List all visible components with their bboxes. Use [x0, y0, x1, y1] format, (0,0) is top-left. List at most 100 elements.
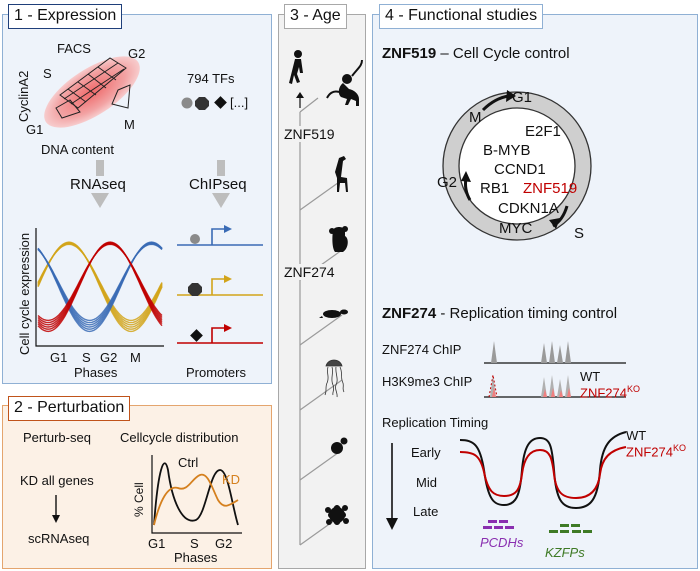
expression-axes	[35, 228, 164, 347]
gene-znf519: ZNF519	[523, 180, 578, 197]
rt-ko-gene: ZNF274	[626, 444, 673, 460]
gene-e2f1: E2F1	[525, 123, 561, 140]
dist-tick-g1: G1	[148, 536, 166, 551]
gene-rb1: RB1	[480, 180, 510, 197]
expression-wave-line	[37, 241, 163, 333]
yeast-icon	[331, 437, 348, 454]
kd-curve	[153, 473, 239, 526]
chip-ko-gene: ZNF274	[580, 385, 627, 401]
chip-wt-label: WT	[580, 369, 601, 384]
circle-icon	[181, 97, 193, 109]
scrnaseq-label: scRNAseq	[28, 531, 90, 546]
ring-g1-label: G1	[512, 89, 533, 106]
timing-late-label: Late	[413, 504, 439, 519]
h3k9me3-chip-label: H3K9me3 ChIP	[382, 374, 473, 389]
koala-icon	[329, 226, 348, 252]
expression-wave-line	[37, 241, 163, 333]
replication-timing-title: Replication Timing	[382, 415, 489, 430]
arrow-head-icon	[506, 90, 516, 102]
kd-label: KD	[222, 472, 241, 487]
ctrl-curve	[153, 462, 239, 526]
arrow-head-icon	[461, 171, 471, 182]
age-znf274-label: ZNF274	[283, 264, 336, 280]
timing-mid-label: Mid	[416, 475, 437, 490]
ring-m-label: M	[469, 109, 482, 126]
distribution-axes	[151, 455, 242, 534]
expression-wave-line	[37, 241, 163, 333]
timing-early-label: Early	[411, 445, 441, 460]
perturbation-panel-title: 2 - Perturbation	[8, 396, 131, 421]
znf274-heading-rest: - Replication timing control	[436, 305, 618, 322]
znf274-heading-gene: ZNF274	[382, 305, 437, 322]
chipseq-label: ChIPseq	[187, 176, 249, 193]
chip-ko-label: ZNF274KO	[580, 385, 640, 401]
giraffe-icon	[335, 156, 348, 192]
kzfp-label: KZFPs	[545, 545, 585, 560]
circle-icon	[190, 234, 200, 244]
arrow-head-icon	[549, 218, 560, 229]
gene-ccnd1: CCND1	[494, 161, 546, 178]
znf274-chip-label: ZNF274 ChIP	[382, 342, 462, 357]
ring-s-label: S	[574, 225, 585, 242]
age-znf519-label: ZNF519	[283, 126, 336, 142]
kd-all-genes-label: KD all genes	[20, 473, 94, 488]
znf519-heading-rest: – Cell Cycle control	[436, 45, 570, 62]
promoters-label: Promoters	[186, 365, 246, 380]
human-icon	[289, 50, 303, 84]
ctrl-label: Ctrl	[178, 455, 199, 470]
dist-xlabel: Phases	[174, 550, 218, 565]
promoter-blue	[177, 228, 263, 246]
promoter-red	[177, 327, 263, 344]
perturbation-panel	[2, 405, 272, 569]
octagon-icon	[195, 97, 209, 110]
age-panel-title: 3 - Age	[284, 4, 347, 29]
tfs-more: [...]	[230, 95, 249, 110]
facs-m-label: M	[124, 117, 135, 132]
ko-curve	[459, 446, 627, 500]
dist-tick-s: S	[190, 536, 199, 551]
arrow-head-icon	[224, 324, 232, 332]
arrow-head-icon	[224, 275, 232, 283]
facs-label: FACS	[57, 41, 91, 56]
gene-bmyb: B-MYB	[483, 142, 531, 159]
tfs-label: 794 TFs	[187, 71, 235, 86]
facs-g2-label: G2	[128, 46, 146, 61]
jellyfish-icon	[324, 359, 345, 398]
wt-curve	[459, 431, 627, 510]
phase-tick-m: M	[130, 350, 141, 365]
rt-wt-label: WT	[626, 428, 647, 443]
turtle-icon	[319, 309, 348, 318]
perturb-seq-label: Perturb-seq	[23, 430, 91, 445]
monkey-icon	[326, 59, 363, 106]
dist-tick-g2: G2	[215, 536, 233, 551]
expression-panel-title: 1 - Expression	[8, 4, 123, 29]
diamond-icon	[190, 329, 203, 342]
octagon-icon	[188, 283, 202, 296]
ring-g2-label: G2	[437, 174, 458, 191]
diamond-icon	[214, 96, 227, 109]
facs-dna-axis: DNA content	[41, 142, 114, 157]
pcdh-label: PCDHs	[480, 535, 524, 550]
gene-myc: MYC	[499, 220, 533, 237]
znf519-heading-gene: ZNF519	[382, 45, 437, 62]
gene-cdkn1a: CDKN1A	[498, 200, 559, 217]
facs-s-label: S	[43, 66, 52, 81]
kzfp-bars	[549, 524, 592, 533]
znf519-heading: ZNF519 – Cell Cycle control	[382, 46, 570, 61]
rt-ko-sup: KO	[672, 443, 686, 453]
rnaseq-label: RNAseq	[68, 176, 128, 193]
distribution-label: Cellcycle distribution	[120, 430, 239, 445]
facs-gate-s	[59, 57, 127, 109]
functional-panel-title: 4 - Functional studies	[379, 4, 544, 29]
phase-tick-s: S	[82, 350, 91, 365]
facs-gate-m	[111, 84, 131, 109]
